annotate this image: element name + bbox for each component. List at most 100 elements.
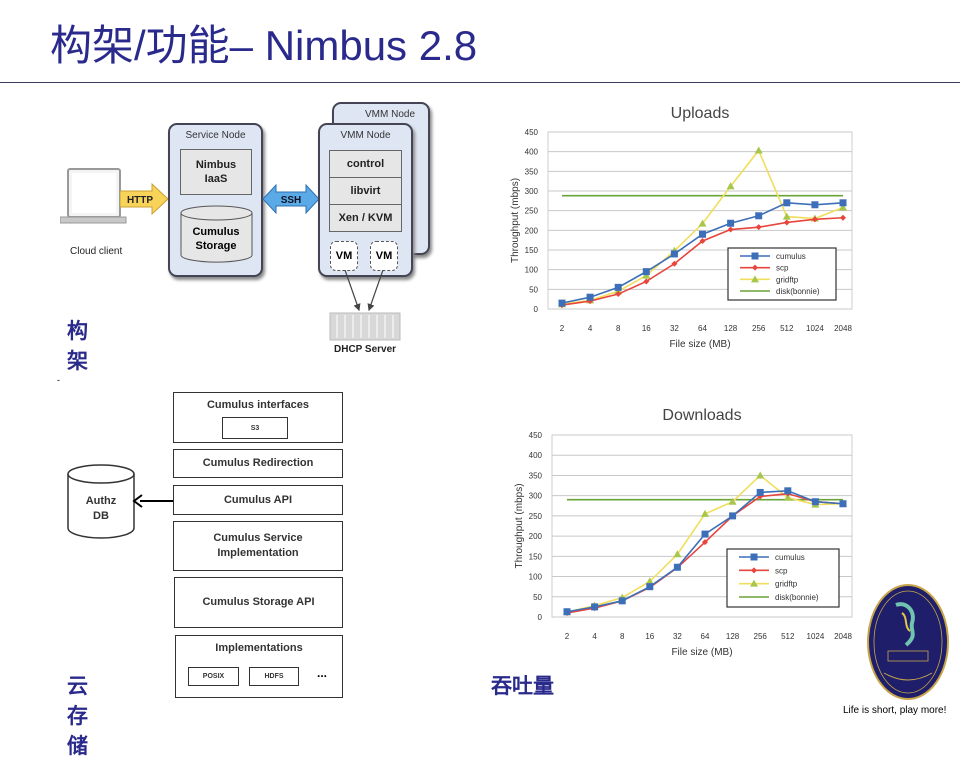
- x-tick-label: 1024: [807, 632, 825, 641]
- vm-box: VM: [370, 241, 398, 271]
- footer-tagline: Life is short, play more!: [843, 705, 947, 716]
- data-point-cumulus: [673, 563, 681, 571]
- x-tick-label: 4: [588, 324, 593, 333]
- data-point-cumulus: [618, 597, 626, 605]
- hypervisor-layer: Xen / KVM: [329, 204, 402, 232]
- service-node-title: Service Node: [185, 130, 246, 141]
- data-point-scp: [615, 291, 622, 298]
- cumulus-redirection-box: Cumulus Redirection: [173, 449, 343, 478]
- data-point-scp: [671, 260, 678, 267]
- vmm-node-back-title: VMM Node: [364, 109, 415, 120]
- y-tick-label: 50: [529, 285, 538, 294]
- nimbus-iaas-box: Nimbus IaaS: [180, 149, 252, 195]
- data-point-scp: [643, 278, 650, 285]
- data-point-cumulus: [839, 500, 847, 508]
- chart-title: Downloads: [662, 407, 741, 424]
- x-tick-label: 1024: [806, 324, 824, 333]
- x-tick-label: 2048: [834, 324, 852, 333]
- legend-label: cumulus: [776, 252, 806, 261]
- title-divider: [0, 82, 960, 83]
- data-point-cumulus: [586, 293, 594, 301]
- data-point-cumulus: [784, 487, 792, 495]
- legend-label: gridftp: [776, 275, 799, 284]
- service-impl-label: Cumulus Service: [213, 532, 303, 544]
- legend-marker: [750, 579, 758, 587]
- data-point-gridftp: [701, 509, 709, 517]
- ssh-label: SSH: [281, 195, 302, 206]
- x-tick-label: 2048: [834, 632, 852, 641]
- ssh-arrow: SSH: [262, 183, 320, 215]
- data-point-scp: [702, 539, 708, 546]
- data-point-cumulus: [729, 512, 737, 520]
- x-tick-label: 32: [673, 632, 682, 641]
- y-tick-label: 450: [529, 431, 543, 440]
- data-point-cumulus: [756, 488, 764, 496]
- legend-marker: [750, 553, 758, 561]
- data-point-gridftp: [726, 182, 735, 190]
- legend-marker: [752, 264, 758, 271]
- service-node: Service Node Nimbus IaaS Cumulus Storage: [168, 123, 263, 277]
- cloud-client-label: Cloud client: [70, 246, 123, 257]
- y-tick-label: 450: [525, 128, 539, 137]
- data-point-gridftp: [782, 212, 791, 220]
- x-tick-label: 256: [754, 632, 768, 641]
- cumulus-storage-label-2: Storage: [196, 240, 237, 252]
- data-point-cumulus: [755, 212, 763, 220]
- y-tick-label: 50: [533, 593, 542, 602]
- implementations-label: Implementations: [215, 642, 303, 654]
- laptop-icon: [60, 168, 127, 224]
- y-tick-label: 200: [529, 532, 543, 541]
- data-point-cumulus: [699, 230, 706, 238]
- legend-label: cumulus: [775, 553, 805, 562]
- data-point-cumulus: [701, 530, 709, 538]
- implementations-box: Implementations: [175, 635, 343, 698]
- y-tick-label: 350: [529, 471, 543, 480]
- x-tick-label: 16: [645, 632, 654, 641]
- vmm-node-title: VMM Node: [340, 130, 391, 141]
- data-point-scp: [840, 214, 846, 221]
- legend-label: gridftp: [775, 580, 798, 589]
- legend-label: disk(bonnie): [776, 287, 820, 296]
- cumulus-service-implementation-box: Cumulus Service Implementation: [173, 521, 343, 571]
- data-point-cumulus: [839, 199, 847, 207]
- data-point-cumulus: [811, 201, 819, 209]
- data-point-cumulus: [642, 268, 650, 276]
- x-tick-label: 128: [724, 324, 738, 333]
- x-tick-label: 64: [698, 324, 707, 333]
- legend-label: scp: [776, 264, 789, 273]
- data-point-scp: [811, 216, 818, 223]
- architecture-caption: 构架: [67, 318, 88, 373]
- x-axis-label: File size (MB): [669, 339, 730, 350]
- data-point-gridftp: [756, 471, 765, 479]
- chart-title: Uploads: [671, 105, 730, 122]
- service-impl-label-2: Implementation: [217, 547, 299, 559]
- x-tick-label: 512: [780, 324, 794, 333]
- y-tick-label: 250: [529, 512, 543, 521]
- y-tick-label: 350: [525, 167, 539, 176]
- data-point-cumulus: [563, 608, 571, 616]
- storage-caption: 云存储: [67, 673, 88, 758]
- y-tick-label: 400: [525, 148, 539, 157]
- y-tick-label: 100: [529, 573, 543, 582]
- data-point-gridftp: [754, 146, 763, 154]
- slide-title: 构架/功能– Nimbus 2.8: [50, 22, 478, 69]
- libvirt-layer: libvirt: [329, 177, 402, 205]
- authz-label: Authz: [86, 495, 117, 507]
- data-point-gridftp: [698, 219, 707, 227]
- data-point-gridftp: [673, 550, 682, 558]
- data-point-cumulus: [558, 299, 566, 307]
- data-point-scp: [755, 224, 762, 231]
- x-tick-label: 8: [616, 324, 621, 333]
- data-point-gridftp: [728, 497, 737, 505]
- control-layer: control: [329, 150, 402, 178]
- api-to-authz-arrow: [132, 494, 174, 508]
- y-tick-label: 150: [529, 552, 543, 561]
- data-point-cumulus: [614, 283, 622, 291]
- y-tick-label: 200: [525, 226, 539, 235]
- legend-label: disk(bonnie): [775, 593, 819, 602]
- hdfs-box: HDFS: [249, 667, 299, 686]
- cumulus-storage-cylinder: Cumulus Storage: [180, 205, 253, 263]
